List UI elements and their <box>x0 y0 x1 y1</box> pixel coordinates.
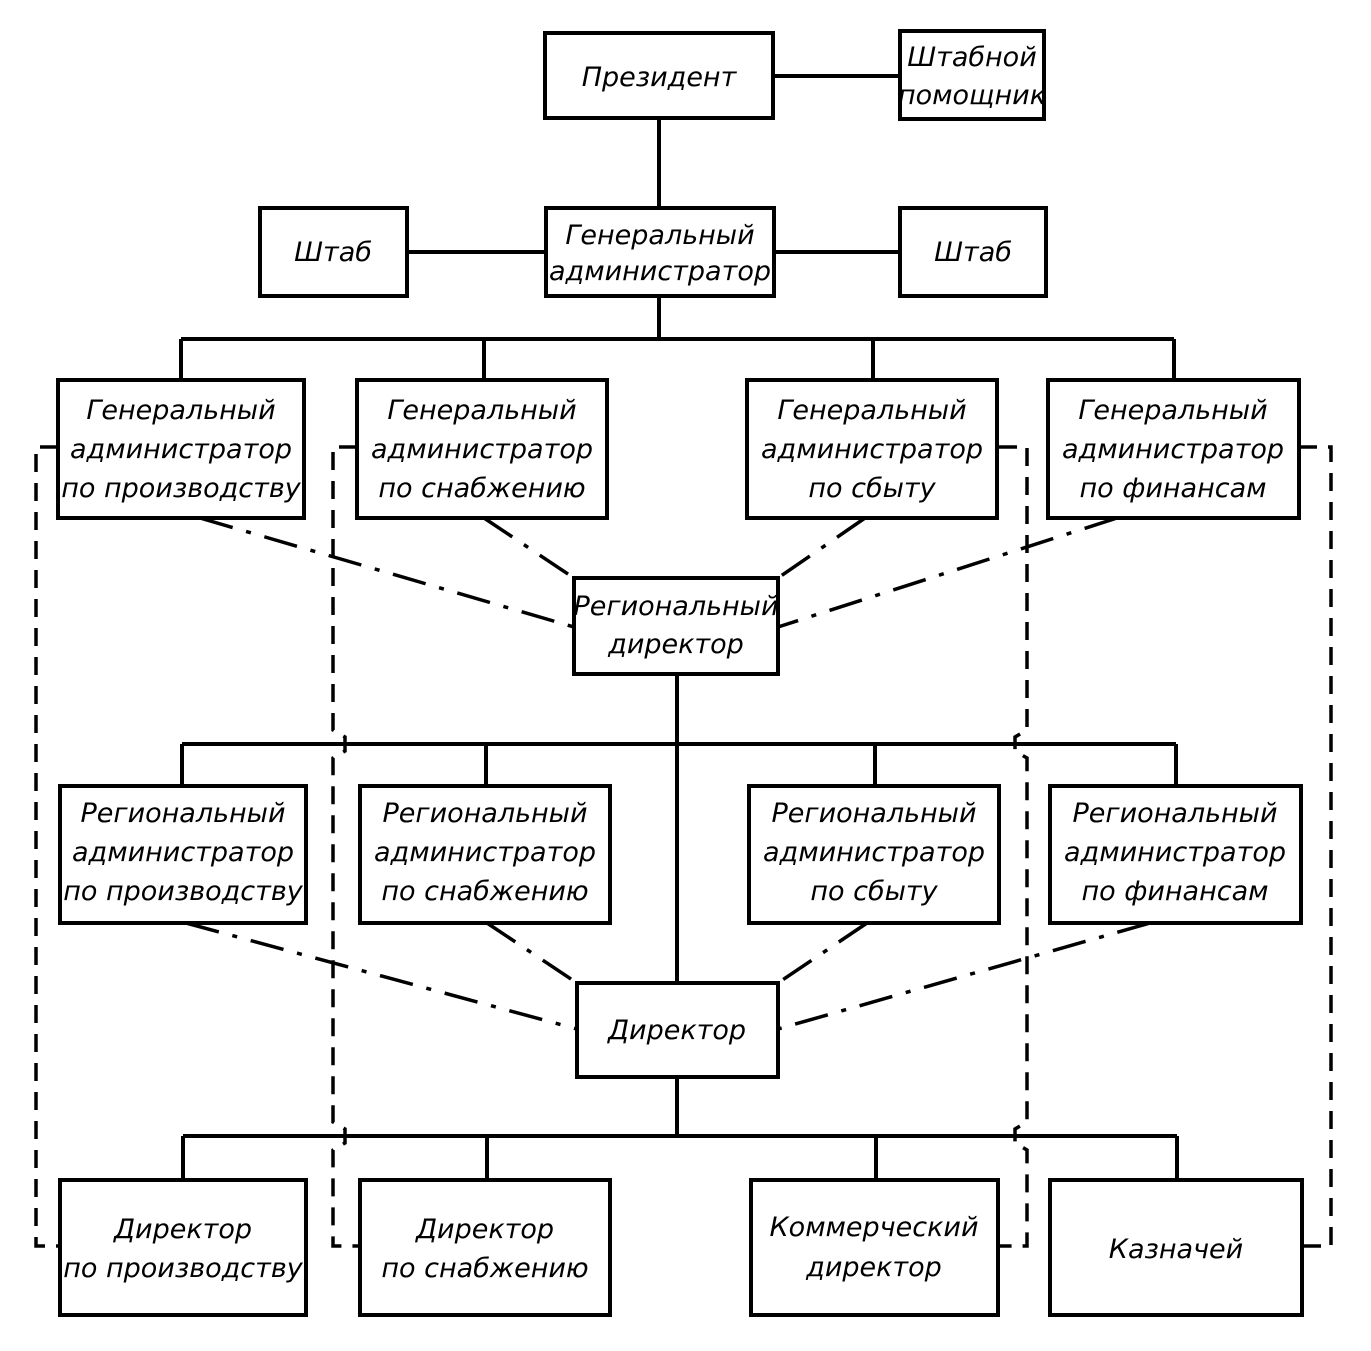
dashed-link-production <box>34 445 60 1248</box>
node-label: по сбыту <box>808 473 936 504</box>
dashed-links <box>34 445 1333 1248</box>
node-staff-right: Штаб <box>898 206 1048 298</box>
node-regional-director: Региональный директор <box>572 576 780 676</box>
dashdot-links <box>185 516 1151 1031</box>
node-label: Генеральный <box>565 220 754 251</box>
node-label: Генеральный <box>387 395 576 426</box>
node-label: администратор <box>761 434 983 465</box>
node-label: Директор <box>415 1214 554 1245</box>
node-ra-finance: Региональный администратор по финансам <box>1048 784 1303 925</box>
node-label: директор <box>805 1252 942 1283</box>
node-label: Казначей <box>1109 1234 1243 1265</box>
node-label: администратор <box>70 434 292 465</box>
node-label: Штаб <box>934 237 1012 268</box>
node-label: по снабжению <box>381 1253 588 1284</box>
node-treasurer: Казначей <box>1048 1178 1304 1317</box>
node-label: Коммерческий <box>770 1212 979 1243</box>
node-label: по производству <box>63 876 304 907</box>
node-label: Генеральный <box>777 395 966 426</box>
node-label: Региональный <box>771 798 976 829</box>
node-label: по финансам <box>1082 876 1269 907</box>
node-label: администратор <box>374 837 596 868</box>
node-dir-supply: Директор по снабжению <box>358 1178 612 1317</box>
dashed-link-finance <box>1299 445 1333 1248</box>
node-label: по сбыту <box>810 876 938 907</box>
node-staff-left: Штаб <box>258 206 409 298</box>
node-label: директор <box>607 629 744 660</box>
node-label: администратор <box>763 837 985 868</box>
node-label: Директор <box>113 1214 252 1245</box>
node-director: Директор <box>575 981 780 1079</box>
node-label: Генеральный <box>86 395 275 426</box>
node-label: по производству <box>61 473 302 504</box>
node-label: Региональный <box>573 591 778 622</box>
node-ra-sales: Региональный администратор по сбыту <box>747 784 1001 925</box>
node-dir-production: Директор по производству <box>58 1178 308 1317</box>
node-staff-assistant: Штабной помощник <box>898 29 1047 121</box>
node-president: Президент <box>543 31 775 120</box>
dashed-link-supply <box>331 445 360 1248</box>
node-label: по производству <box>63 1253 304 1284</box>
node-label: по финансам <box>1080 473 1267 504</box>
node-label: администратор <box>371 434 593 465</box>
node-label: Штабной <box>907 42 1037 73</box>
node-label: Штаб <box>294 237 372 268</box>
node-label: администратор <box>72 837 294 868</box>
node-ga-finance: Генеральный администратор по финансам <box>1046 378 1301 520</box>
node-label: Региональный <box>1072 798 1277 829</box>
node-label: Региональный <box>80 798 285 829</box>
node-label: по снабжению <box>378 473 585 504</box>
node-label: администратор <box>1064 837 1286 868</box>
node-commercial-director: Коммерческий директор <box>749 1178 1000 1317</box>
node-ra-production: Региональный администратор по производст… <box>58 784 308 925</box>
node-label: администратор <box>549 256 771 287</box>
node-ra-supply: Региональный администратор по снабжению <box>358 784 612 925</box>
node-label: Президент <box>582 62 738 93</box>
node-general-admin: Генеральный администратор <box>544 206 776 298</box>
dashed-link-sales <box>998 445 1029 1248</box>
node-label: помощник <box>898 80 1047 111</box>
node-label: Генеральный <box>1078 395 1267 426</box>
node-label: Директор <box>607 1015 746 1046</box>
node-ga-supply: Генеральный администратор по снабжению <box>355 378 609 520</box>
node-ga-production: Генеральный администратор по производств… <box>56 378 306 520</box>
node-ga-sales: Генеральный администратор по сбыту <box>745 378 999 520</box>
solid-links <box>179 74 1179 1180</box>
node-label: Региональный <box>382 798 587 829</box>
node-label: по снабжению <box>381 876 588 907</box>
node-label: администратор <box>1062 434 1284 465</box>
